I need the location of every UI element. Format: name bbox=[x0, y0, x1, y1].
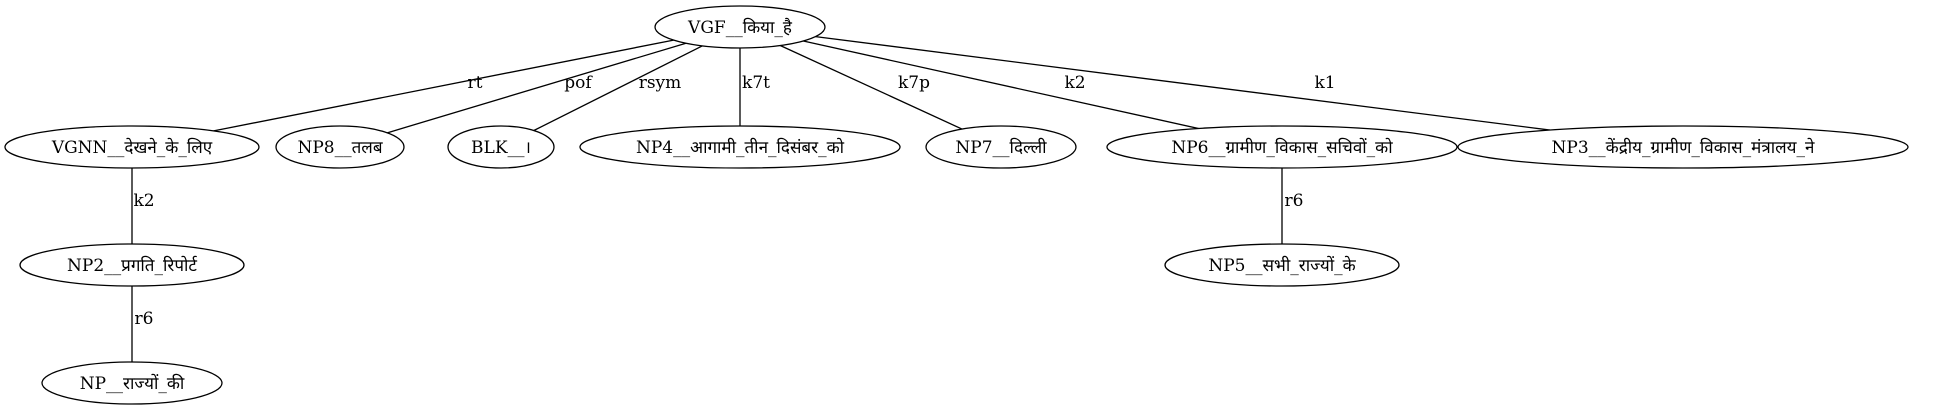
node-label-np6: NP6__ग्रामीण_विकास_सचिवों_को bbox=[1171, 137, 1393, 158]
node-ellipse-np8 bbox=[275, 125, 405, 169]
node-np2: NP2__प्रगति_रिपोर्ट bbox=[19, 243, 245, 287]
node-label-np7: NP7__दिल्ली bbox=[955, 137, 1047, 158]
node-ellipse-np3 bbox=[1457, 125, 1909, 169]
edge-label-np6-np5: r6 bbox=[1285, 191, 1304, 211]
edge-root-blk bbox=[533, 45, 703, 132]
node-ellipse-np5 bbox=[1164, 243, 1400, 287]
edge-label-root-vgnn: rt bbox=[468, 73, 483, 93]
node-label-np8: NP8__तलब bbox=[297, 138, 382, 158]
node-ellipse-np4 bbox=[579, 125, 901, 169]
edge-root-np7 bbox=[779, 44, 963, 130]
nodes-layer: VGF__किया_है VGNN__देखने_के_लिए NP8__तलब BL… bbox=[4, 5, 1909, 405]
node-ellipse-np7 bbox=[925, 125, 1077, 169]
node-ellipse-vgnn bbox=[4, 125, 260, 169]
edge-label-root-np7: k7p bbox=[898, 73, 930, 93]
node-np8: NP8__तलब bbox=[275, 125, 405, 169]
edge-label-root-np8: pof bbox=[564, 73, 593, 93]
edge-label-root-np3: k1 bbox=[1314, 73, 1335, 93]
edge-root-np3 bbox=[815, 35, 1551, 131]
node-ellipse-root bbox=[654, 5, 826, 49]
node-np: NP__राज्यों_की bbox=[41, 361, 223, 405]
node-label-blk: BLK__। bbox=[471, 138, 531, 158]
node-label-np: NP__राज्यों_की bbox=[80, 373, 185, 394]
node-np4: NP4__आगामी_तीन_दिसंबर_को bbox=[579, 125, 901, 169]
node-label-np5: NP5__सभी_राज्यों_के bbox=[1208, 255, 1356, 276]
node-root: VGF__किया_है bbox=[654, 5, 826, 49]
edge-label-root-np6: k2 bbox=[1064, 73, 1085, 93]
edges-layer: rt pof rsym k7t k7p k2 k1 k2 r6 r6 bbox=[131, 35, 1551, 362]
node-ellipse-np2 bbox=[19, 243, 245, 287]
node-label-np4: NP4__आगामी_तीन_दिसंबर_को bbox=[636, 137, 845, 158]
node-np3: NP3__केंद्रीय_ग्रामीण_विकास_मंत्रालय_ने bbox=[1457, 125, 1909, 169]
edge-label-root-np4: k7t bbox=[742, 73, 770, 93]
node-label-np3: NP3__केंद्रीय_ग्रामीण_विकास_मंत्रालय_ने bbox=[1552, 137, 1815, 158]
edge-root-np6 bbox=[803, 40, 1199, 130]
node-label-np2: NP2__प्रगति_रिपोर्ट bbox=[67, 255, 198, 276]
edge-root-np8 bbox=[387, 42, 687, 134]
node-ellipse-np6 bbox=[1106, 125, 1458, 169]
edge-root-vgnn bbox=[213, 39, 674, 132]
node-np7: NP7__दिल्ली bbox=[925, 125, 1077, 169]
node-blk: BLK__। bbox=[447, 125, 555, 169]
node-label-root: VGF__किया_है bbox=[687, 17, 793, 38]
node-ellipse-np bbox=[41, 361, 223, 405]
node-np6: NP6__ग्रामीण_विकास_सचिवों_को bbox=[1106, 125, 1458, 169]
node-ellipse-blk bbox=[447, 125, 555, 169]
node-vgnn: VGNN__देखने_के_लिए bbox=[4, 125, 260, 169]
edge-label-np2-np: r6 bbox=[135, 309, 154, 329]
edge-label-root-blk: rsym bbox=[639, 73, 682, 93]
node-label-vgnn: VGNN__देखने_के_लिए bbox=[51, 137, 213, 158]
node-np5: NP5__सभी_राज्यों_के bbox=[1164, 243, 1400, 287]
edge-label-vgnn-np2: k2 bbox=[133, 191, 154, 211]
